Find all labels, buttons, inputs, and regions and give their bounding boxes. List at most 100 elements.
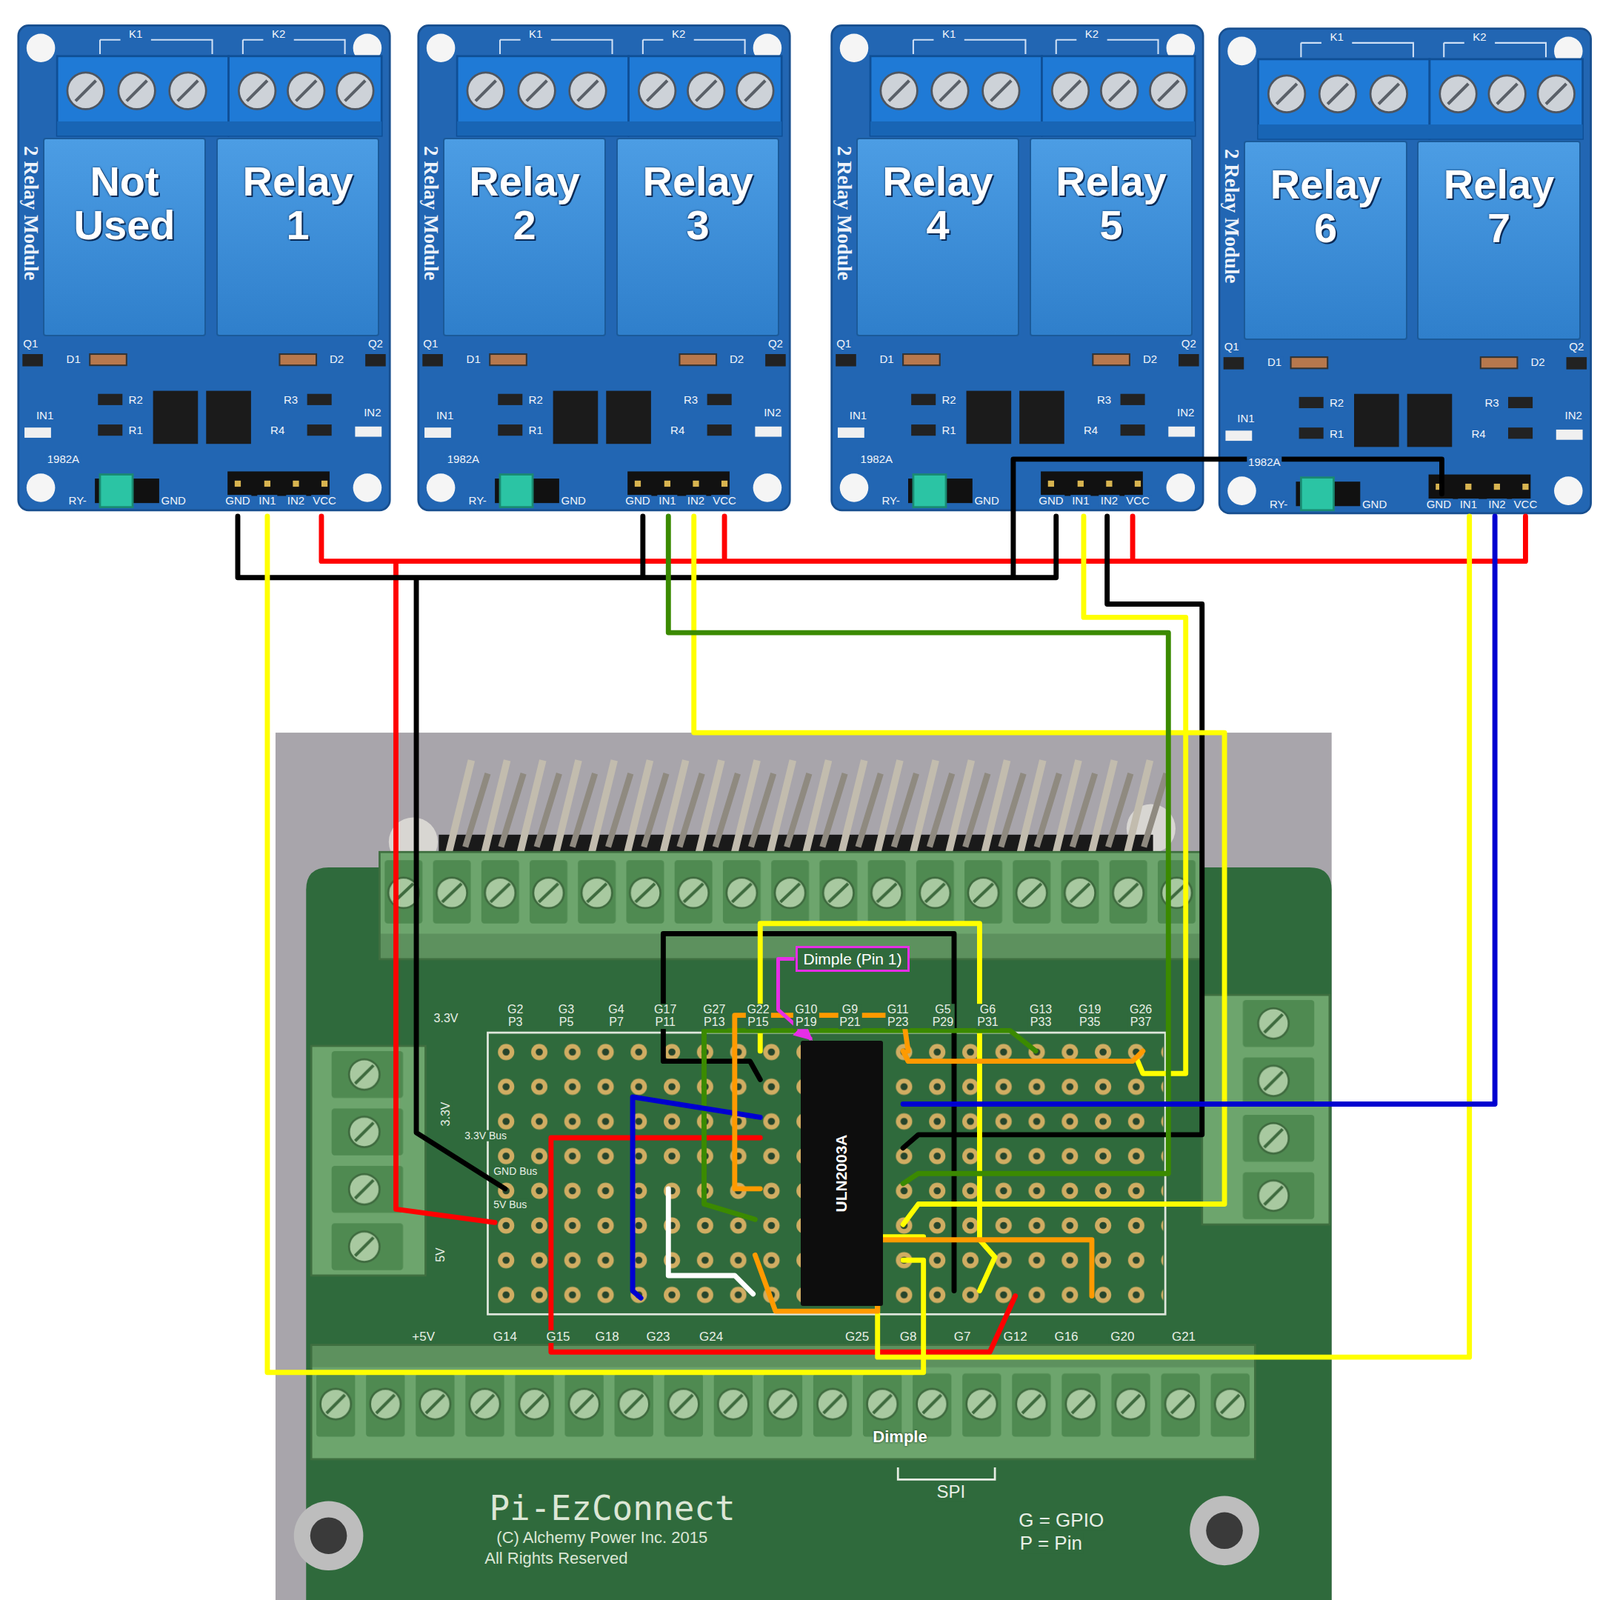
label-text: R2 (527, 394, 545, 406)
label-text: 3.3V (440, 1100, 453, 1129)
label-text: IN2 (685, 495, 706, 508)
label-text: K2 (1083, 28, 1100, 40)
label-text: IN2 (1486, 498, 1507, 511)
label-text: D2 (728, 353, 746, 366)
label-text: D2 (1141, 353, 1159, 366)
label-text: VCC (311, 495, 338, 508)
label-text: GND (560, 495, 588, 508)
label-text: IN2 (285, 495, 306, 508)
mount-hole (1189, 1495, 1260, 1566)
label-text: RY- (467, 495, 489, 508)
label-text: GND (223, 495, 252, 508)
label-text: Q2 (766, 337, 785, 350)
label-text: D2 (1528, 356, 1546, 369)
terminal-block (1202, 994, 1330, 1225)
label-text: 3.3V (432, 1011, 460, 1025)
relay-module-board: 2 Relay ModuleNot UsedRelay 1 (18, 25, 390, 510)
label-text: IN1 (1235, 412, 1256, 425)
node-text: Pi-EzConnect (488, 1488, 735, 1529)
label-text: Q2 (1180, 337, 1198, 350)
label-text: G6 P31 (975, 1003, 1000, 1029)
label-text: IN1 (1070, 495, 1091, 508)
label-text: R4 (1470, 428, 1488, 440)
wire-yellow (267, 516, 1470, 1373)
label-text: VCC (711, 495, 738, 508)
label-text: R3 (282, 394, 300, 406)
label-text: G18 (594, 1330, 621, 1344)
relay-block: Relay 5 (1029, 137, 1193, 338)
relay-module-board: 2 Relay ModuleRelay 6Relay 7 (1219, 28, 1591, 514)
label-text: Q2 (366, 337, 385, 350)
wire-red (551, 1137, 1016, 1352)
label-text: R1 (527, 424, 545, 437)
label-text: R1 (127, 424, 145, 437)
label-text: IN2 (762, 406, 783, 419)
label-text: R3 (1482, 397, 1500, 409)
label-text: GND (1037, 495, 1065, 508)
label-text: R2 (1328, 397, 1346, 409)
label-text: G7 (952, 1330, 973, 1344)
label-text: IN1 (257, 495, 278, 508)
label-text: G15 (544, 1330, 572, 1344)
label-text: G4 P7 (606, 1003, 626, 1029)
label-text: 5V (434, 1246, 448, 1265)
label-text: G16 (1052, 1330, 1080, 1344)
label-text: G11 P23 (885, 1003, 911, 1029)
relay-board-art (418, 25, 790, 510)
label-text: RY- (880, 495, 902, 508)
label-text: Q1 (1222, 341, 1241, 354)
relay-module-boards (18, 25, 1592, 513)
label-text: K1 (940, 28, 958, 40)
label-text: K1 (527, 28, 544, 40)
terminal-block (311, 1345, 1255, 1460)
relay-block: Relay 6 (1243, 140, 1407, 340)
pcb (305, 867, 1332, 1600)
relay-board-art (1219, 28, 1591, 514)
label-text: 1982A (45, 453, 81, 466)
label-text: G21 (1170, 1330, 1198, 1344)
label-text: K1 (1328, 31, 1345, 43)
label-text: G22 P15 (745, 1003, 771, 1029)
label-text: 5V Bus (491, 1198, 529, 1210)
wire-blue (632, 516, 1495, 1298)
node-text: Dimple (Pin 1) (802, 949, 902, 969)
label-text: G = GPIO (1017, 1510, 1106, 1531)
label-text: 1982A (859, 453, 895, 466)
relay-board-art (831, 25, 1203, 510)
label-text: G23 (644, 1330, 672, 1344)
mount-hole (294, 1500, 364, 1571)
relay-block: Relay 2 (442, 137, 606, 338)
label-text: GND (972, 495, 1000, 508)
label-text: All Rights Reserved (482, 1549, 629, 1567)
label-text: Q1 (834, 337, 853, 350)
relay-block: Relay 1 (216, 137, 380, 338)
label-text: GND (623, 495, 652, 508)
wire-red (321, 516, 1526, 1223)
label-text: IN2 (362, 406, 383, 419)
label-text: GND (1425, 498, 1453, 511)
relay-module-board: 2 Relay ModuleRelay 2Relay 3 (418, 25, 790, 510)
callout-box: Dimple (Pin 1) (795, 945, 909, 972)
label-text: +5V (410, 1330, 437, 1344)
label-text: IN2 (1563, 409, 1584, 422)
label-text: K1 (127, 28, 144, 40)
pi-board-photo (275, 732, 1332, 1600)
label-text: IN1 (1458, 498, 1479, 511)
label-text: G5 P29 (931, 1003, 955, 1029)
label-text: GND (1360, 498, 1389, 511)
label-text: IN1 (848, 409, 869, 422)
node-text: Relay 5 (1055, 160, 1166, 248)
label-text: G9 P21 (837, 1003, 862, 1029)
node-text: Relay 4 (882, 160, 993, 248)
label-text: G10 P19 (793, 1003, 819, 1029)
label-text: (C) Alchemy Power Inc. 2015 (494, 1528, 709, 1546)
label-text: G26 P37 (1128, 1003, 1154, 1029)
ic-chip: ULN2003A (800, 1040, 883, 1306)
label-text: SPI (935, 1482, 968, 1501)
node-text: Relay 2 (468, 160, 580, 248)
spi-bracket (897, 1467, 995, 1480)
label-text: D2 (328, 353, 346, 366)
label-text: IN2 (1099, 495, 1120, 508)
relay-block: Relay 7 (1417, 140, 1580, 340)
